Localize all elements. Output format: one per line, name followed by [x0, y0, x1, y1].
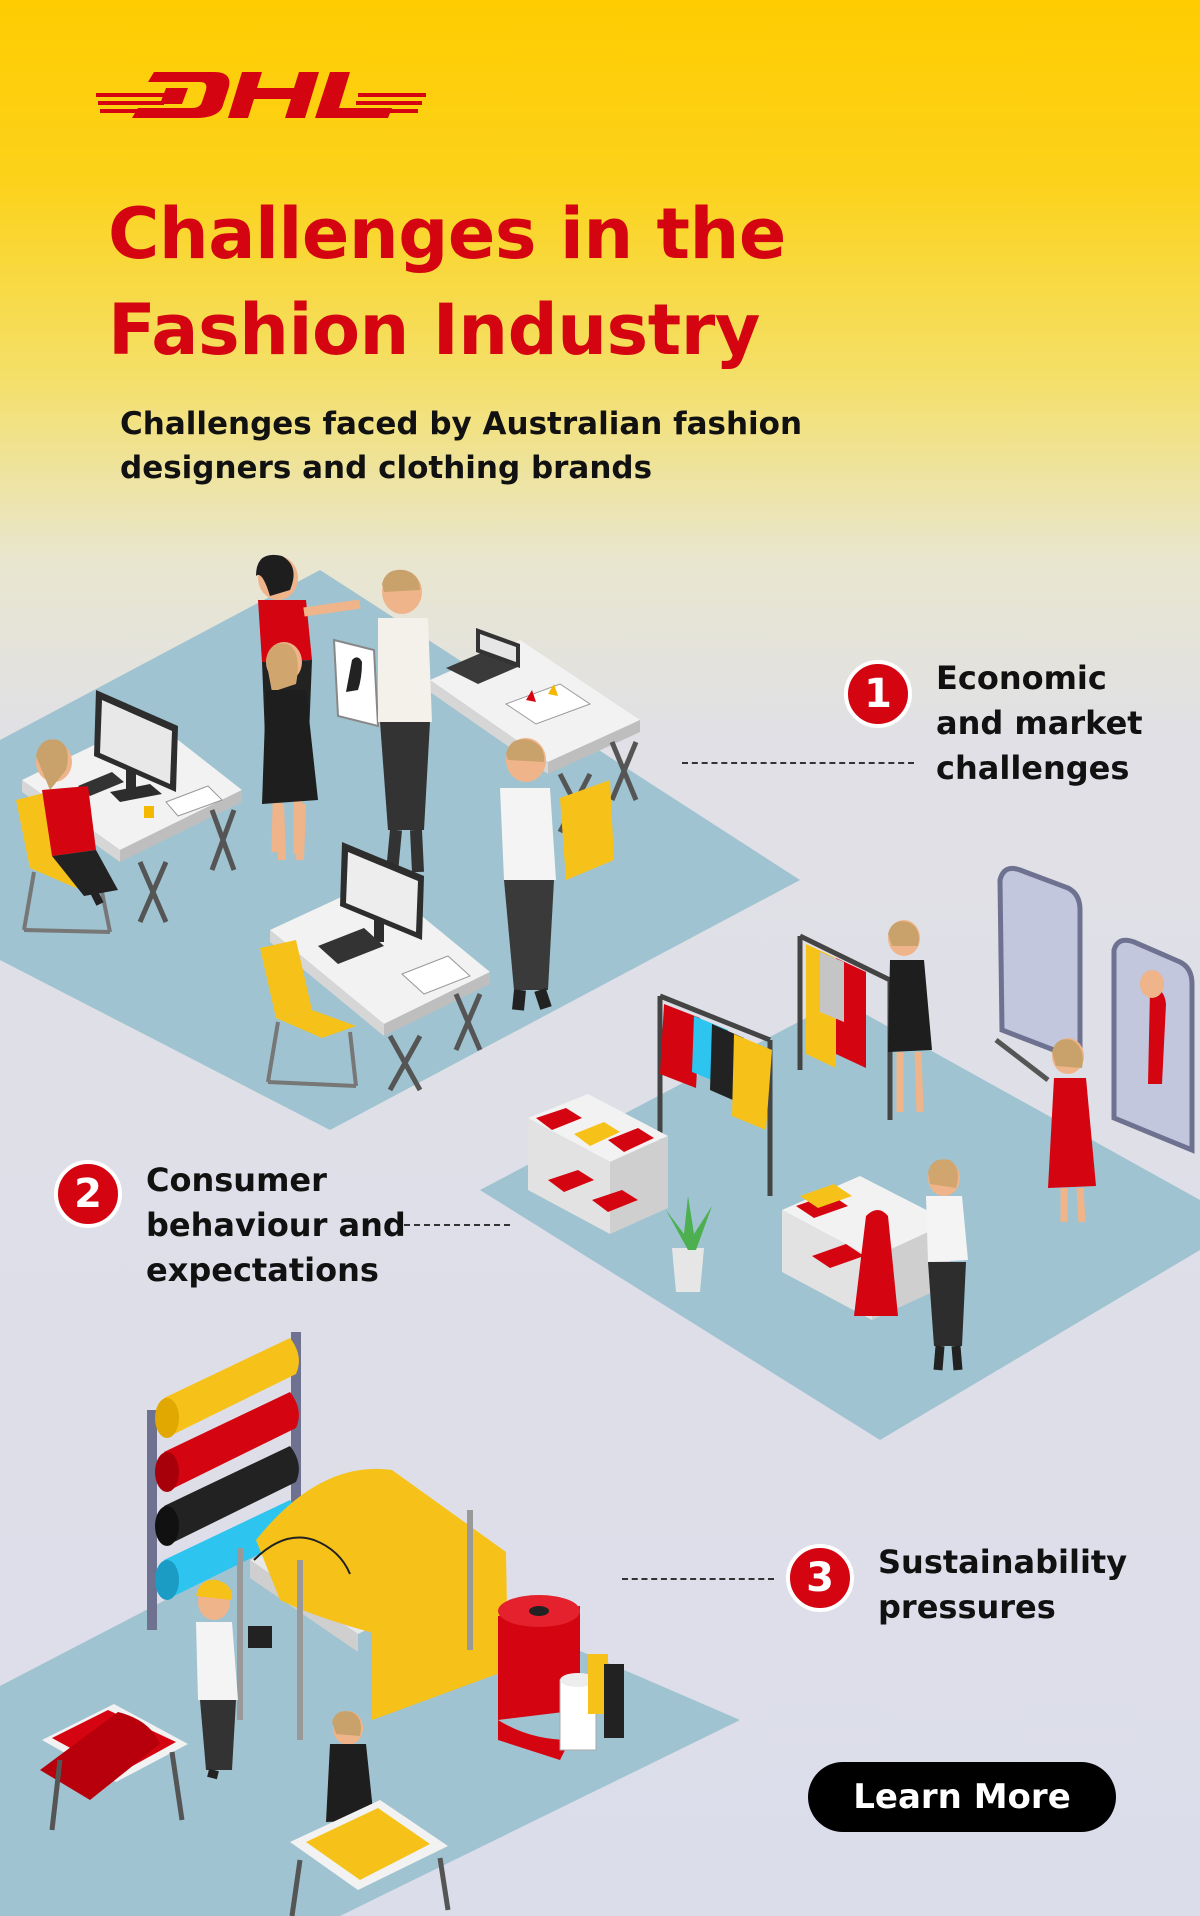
small-rolls: [559, 1654, 624, 1751]
page-title: Challenges in the Fashion Industry: [108, 186, 786, 378]
subtitle-line-1: Challenges faced by Australian fashion: [120, 406, 803, 442]
fabric-roll-rack: [147, 1332, 301, 1630]
challenge-2-label: Consumer behaviour and expectations: [146, 1158, 406, 1293]
rack-back: [797, 933, 893, 1120]
connector-line-2: [404, 1224, 510, 1226]
designer-at-desk: [36, 739, 118, 906]
challenge-1-line-2: and market: [936, 704, 1143, 742]
textile-factory-illustration: [0, 1332, 740, 1916]
learn-more-button[interactable]: Learn More: [808, 1762, 1116, 1832]
challenge-2-line-3: expectations: [146, 1251, 379, 1289]
worker-hardhat: [196, 1579, 272, 1780]
challenge-2-line-2: behaviour and: [146, 1206, 406, 1244]
sewing-table: [40, 1704, 188, 1831]
display-table-left: [528, 1094, 668, 1234]
retail-store-illustration: [480, 865, 1200, 1440]
man-tan-shirt: [378, 569, 432, 873]
connector-line-3: [622, 1578, 774, 1580]
sketch-board: [332, 638, 380, 728]
page-subtitle: Challenges faced by Australian fashion d…: [120, 402, 802, 490]
paper-roll-red: [498, 1595, 580, 1760]
badge-2: 2: [54, 1160, 122, 1228]
dhl-logo: [96, 72, 426, 118]
shop-assistant: [888, 920, 932, 1113]
badge-3: 3: [786, 1544, 854, 1612]
challenge-2-line-1: Consumer: [146, 1161, 327, 1199]
woman-red-dress: [1048, 1038, 1096, 1223]
desk-front: [270, 842, 490, 1092]
challenge-1-label: Economic and market challenges: [936, 656, 1143, 791]
title-line-2: Fashion Industry: [108, 289, 760, 371]
potted-plant: [666, 1196, 712, 1292]
woman-black-dress: [262, 642, 318, 861]
rack-front: [657, 993, 773, 1196]
challenge-3-line-2: pressures: [878, 1588, 1056, 1626]
challenge-3-label: Sustainability pressures: [878, 1540, 1127, 1630]
woman-customer: [926, 1159, 968, 1371]
connector-line-1: [682, 762, 914, 764]
challenge-1-line-1: Economic: [936, 659, 1107, 697]
design-studio-illustration: [0, 554, 800, 1130]
challenge-3-line-1: Sustainability: [878, 1543, 1128, 1581]
mirror-1: [994, 865, 1083, 1082]
mirror-2: [1111, 937, 1195, 1154]
chair-front: [260, 940, 358, 1088]
man-holding-shirt: [500, 738, 614, 1011]
cutting-table: [237, 1468, 508, 1740]
badge-1: 1: [844, 660, 912, 728]
pattern-table: [289, 1800, 451, 1916]
subtitle-line-2: designers and clothing brands: [120, 450, 653, 486]
challenge-1-line-3: challenges: [936, 749, 1130, 787]
tailor-woman: [326, 1711, 374, 1822]
title-line-1: Challenges in the: [108, 193, 786, 275]
